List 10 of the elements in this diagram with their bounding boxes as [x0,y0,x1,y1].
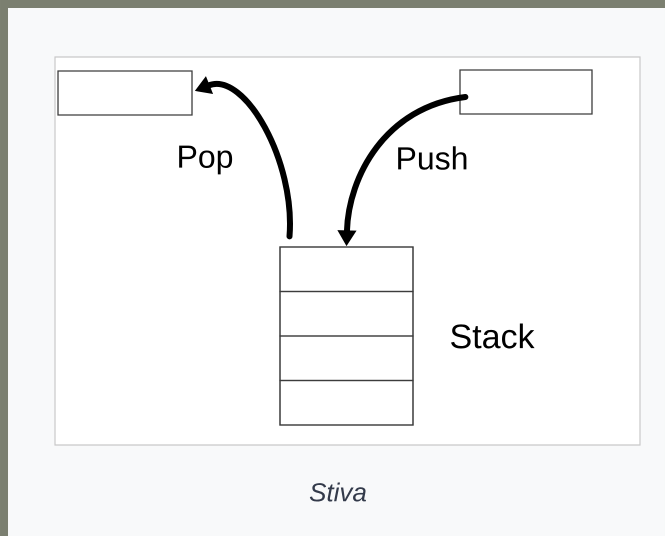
edge-label: Pop [179,146,232,174]
stack-cell [279,380,414,426]
empty-box [459,69,593,115]
stack-label: Stack [451,324,535,348]
caption: Stiva [310,482,366,502]
empty-box [57,70,193,116]
stack-cell [279,246,414,292]
edge-label: Push [398,146,466,170]
stack-cell [279,335,414,382]
stack-cell [279,290,414,337]
